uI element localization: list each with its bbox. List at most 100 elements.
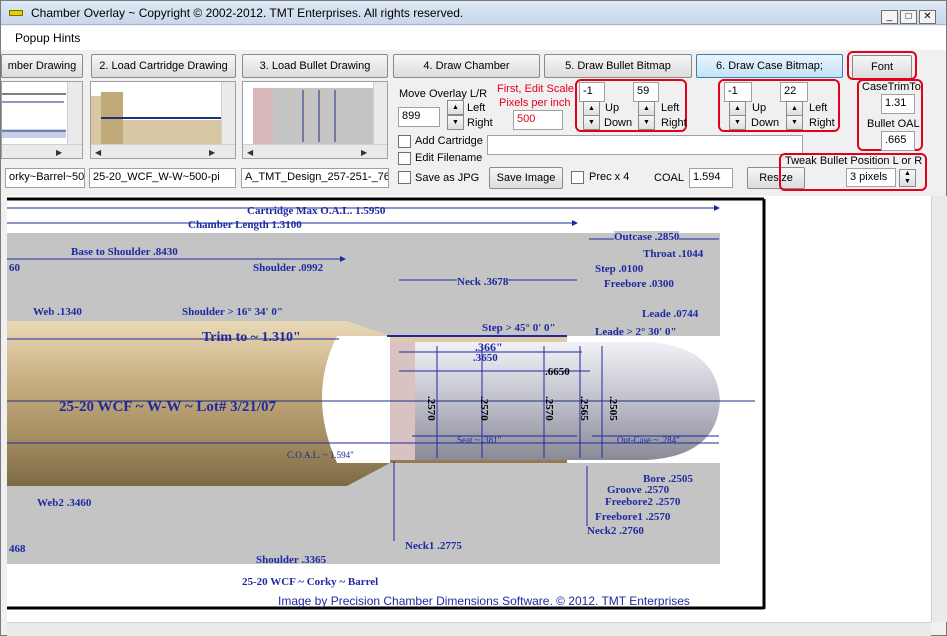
case-up-label: Up bbox=[752, 102, 767, 114]
bullet-up-button[interactable]: ▲ bbox=[583, 101, 600, 116]
freebore-label: Freebore .0300 bbox=[604, 278, 674, 290]
cartridge-preview-image bbox=[91, 82, 221, 144]
minimize-icon[interactable]: _ bbox=[881, 10, 898, 24]
cartridge-thumb-hscroll[interactable]: ◀ ▶ bbox=[91, 144, 235, 158]
dim-2570-a: .2570 bbox=[425, 396, 437, 421]
shoulder-dim-label: Shoulder .0992 bbox=[253, 262, 324, 274]
bullet-left-button[interactable]: ▲ bbox=[638, 101, 655, 116]
bullet-thumb-vscroll[interactable] bbox=[373, 82, 387, 144]
coal-label: COAL bbox=[654, 172, 684, 184]
dim-2505: .2505 bbox=[607, 396, 619, 421]
freebore2-label: Freebore2 .2570 bbox=[605, 496, 681, 508]
scroll-right-icon[interactable]: ▶ bbox=[361, 148, 368, 157]
prec-x4-checkbox[interactable] bbox=[571, 171, 584, 184]
bullet-right-label: Right bbox=[661, 117, 687, 129]
scale-input[interactable]: 500 bbox=[513, 110, 563, 130]
move-overlay-label: Move Overlay L/R bbox=[399, 88, 488, 100]
case-right-label: Right bbox=[809, 117, 835, 129]
bullet-down-button[interactable]: ▼ bbox=[583, 115, 600, 130]
add-cartridge-checkbox[interactable] bbox=[398, 135, 411, 148]
bore-label: Bore .2505 bbox=[643, 473, 693, 485]
case-down-button[interactable]: ▼ bbox=[729, 115, 746, 130]
scroll-left-icon[interactable]: ◀ bbox=[95, 148, 102, 157]
case-trim-input[interactable]: 1.31 bbox=[881, 94, 915, 114]
chamber-thumb-vscroll[interactable] bbox=[67, 82, 82, 144]
tweak-select[interactable]: 3 pixels bbox=[846, 168, 896, 187]
bullet-y-input[interactable]: 59 bbox=[633, 82, 659, 102]
scale-hint: First, Edit Scale bbox=[497, 83, 575, 95]
bullet-thumbnail[interactable]: ◀ ▶ bbox=[242, 81, 388, 159]
bullet-filename-field[interactable]: A_TMT_Design_257-251-_76- bbox=[241, 168, 389, 188]
tab-draw-case-bitmap[interactable]: 6. Draw Case Bitmap; bbox=[696, 54, 843, 78]
case-right-button[interactable]: ▼ bbox=[786, 115, 803, 130]
close-icon[interactable]: ✕ bbox=[919, 10, 936, 24]
bullet-oal-input[interactable]: .665 bbox=[881, 131, 915, 151]
menu-popup-hints[interactable]: Popup Hints bbox=[15, 31, 81, 45]
main-vscroll[interactable] bbox=[931, 196, 947, 622]
title-bar: Chamber Overlay ~ Copyright © 2002-2012.… bbox=[1, 1, 946, 25]
bullet-thumb-hscroll[interactable]: ◀ ▶ bbox=[243, 144, 387, 158]
neck1-label: Neck1 .2775 bbox=[405, 540, 462, 552]
tab-draw-chamber[interactable]: 4. Draw Chamber bbox=[393, 54, 540, 78]
tweak-spinner[interactable]: ▲▼ bbox=[899, 169, 916, 187]
save-jpg-checkbox[interactable] bbox=[398, 171, 411, 184]
tab-chamber-drawing[interactable]: mber Drawing bbox=[1, 54, 83, 78]
scroll-right-icon[interactable]: ▶ bbox=[56, 148, 63, 157]
chamber-thumb-hscroll[interactable]: ▶ bbox=[2, 144, 82, 158]
case-up-button[interactable]: ▲ bbox=[729, 101, 746, 116]
cartridge-filename-field[interactable]: 25-20_WCF_W-W~500-pi bbox=[89, 168, 236, 188]
outcase-label: Outcase .2850 bbox=[614, 231, 680, 243]
filename-edit-input[interactable] bbox=[487, 135, 803, 155]
dim-2570-c: .2570 bbox=[543, 396, 555, 421]
neck2-label: Neck2 .2760 bbox=[587, 525, 644, 537]
web-label: Web .1340 bbox=[33, 306, 82, 318]
tab-load-bullet-drawing[interactable]: 3. Load Bullet Drawing bbox=[242, 54, 388, 78]
save-jpg-label: Save as JPG bbox=[415, 172, 480, 184]
step-label: Step .0100 bbox=[595, 263, 644, 275]
font-button[interactable]: Font bbox=[852, 55, 912, 79]
move-overlay-right-button[interactable]: ▼ bbox=[447, 115, 464, 130]
coal-input[interactable]: 1.594 bbox=[689, 168, 733, 188]
tab-load-cartridge-drawing[interactable]: 2. Load Cartridge Drawing bbox=[91, 54, 236, 78]
outcase-2-label: Out-Case ~ .284" bbox=[617, 435, 680, 445]
case-y-input[interactable]: 22 bbox=[780, 82, 808, 102]
move-overlay-left-button[interactable]: ▲ bbox=[447, 100, 464, 115]
move-overlay-right-label: Right bbox=[467, 117, 493, 129]
dim-2570-b: .2570 bbox=[478, 396, 490, 421]
max-oal-label: Cartridge Max O.A.L. 1.5950 bbox=[247, 205, 386, 217]
resize-button[interactable]: Resize bbox=[747, 167, 805, 189]
value-60: 60 bbox=[9, 262, 20, 274]
save-image-button[interactable]: Save Image bbox=[489, 167, 563, 189]
case-x-input[interactable]: -1 bbox=[724, 82, 752, 102]
case-down-label: Down bbox=[751, 117, 780, 129]
edit-filename-checkbox[interactable] bbox=[398, 152, 411, 165]
neck-dim-label: Neck .3678 bbox=[457, 276, 509, 288]
drawing-footer-label: 25-20 WCF ~ Corky ~ Barrel bbox=[242, 576, 379, 588]
app-icon bbox=[9, 10, 23, 16]
case-trim-label: CaseTrimTo bbox=[862, 81, 921, 93]
bullet-right-button[interactable]: ▼ bbox=[638, 115, 655, 130]
case-left-button[interactable]: ▲ bbox=[786, 101, 803, 116]
tweak-highlight bbox=[779, 153, 927, 191]
tab-draw-bullet-bitmap[interactable]: 5. Draw Bullet Bitmap bbox=[544, 54, 692, 78]
chamber-length-label: Chamber Length 1.3100 bbox=[188, 219, 302, 231]
move-overlay-input[interactable]: 899 bbox=[398, 107, 440, 127]
bullet-up-label: Up bbox=[605, 102, 620, 114]
shoulder-angle-label: Shoulder > 16° 34' 0" bbox=[182, 306, 283, 318]
leade-angle-label: Leade > 2° 30' 0" bbox=[595, 326, 677, 338]
shoulder2-label: Shoulder .3365 bbox=[256, 554, 327, 566]
dim-2565: .2565 bbox=[578, 396, 590, 421]
maximize-icon[interactable]: □ bbox=[900, 10, 917, 24]
chamber-thumbnail[interactable]: ▶ bbox=[1, 81, 83, 159]
bullet-x-input[interactable]: -1 bbox=[579, 82, 605, 102]
scroll-right-icon[interactable]: ▶ bbox=[209, 148, 216, 157]
scroll-left-icon[interactable]: ◀ bbox=[247, 148, 254, 157]
cartridge-thumb-vscroll[interactable] bbox=[221, 82, 235, 144]
groove-label: Groove .2570 bbox=[607, 484, 670, 496]
dim-6650: .6650 bbox=[545, 366, 570, 378]
bullet-oal-label: Bullet OAL bbox=[867, 118, 920, 130]
chamber-filename-field[interactable]: orky~Barrel~50 bbox=[5, 168, 85, 188]
chamber-drawing-area: Cartridge Max O.A.L. 1.5950 Chamber Leng… bbox=[7, 196, 931, 622]
main-hscroll[interactable] bbox=[7, 622, 931, 636]
cartridge-thumbnail[interactable]: ◀ ▶ bbox=[90, 81, 236, 159]
